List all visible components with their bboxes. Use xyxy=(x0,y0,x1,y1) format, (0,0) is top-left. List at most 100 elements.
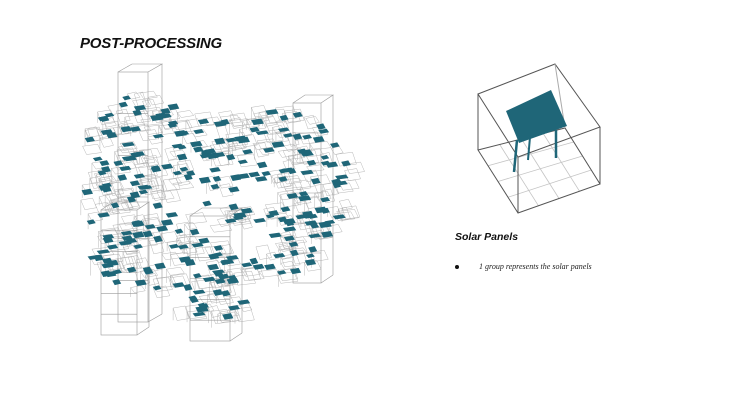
solar-panel xyxy=(118,101,128,108)
solar-panel xyxy=(189,141,203,148)
solar-panel xyxy=(97,170,107,176)
wireframe-module xyxy=(195,246,215,262)
cube-edges xyxy=(477,63,601,214)
solar-panel xyxy=(101,257,113,264)
solar-panel xyxy=(240,207,253,214)
solar-panel xyxy=(228,186,240,193)
solar-panel xyxy=(306,253,315,259)
solar-panel xyxy=(265,109,279,115)
solar-panel xyxy=(304,258,317,266)
solar-panel xyxy=(242,149,253,155)
wireframe-module xyxy=(138,129,160,141)
solar-panel xyxy=(184,259,196,267)
solar-panel xyxy=(117,174,128,181)
solar-panel xyxy=(228,203,239,211)
solar-panel xyxy=(330,142,340,148)
solar-panel xyxy=(121,142,135,147)
wireframe-module xyxy=(303,114,318,130)
wireframe-module xyxy=(133,110,151,124)
wireframe-module xyxy=(185,304,206,320)
solar-panel xyxy=(133,244,143,250)
wireframe-module xyxy=(210,240,233,256)
wireframe-module xyxy=(255,244,272,260)
solar-panel xyxy=(292,133,303,140)
solar-panel xyxy=(81,188,93,196)
solar-panel xyxy=(237,159,248,165)
solar-panel xyxy=(234,135,248,142)
solar-panel xyxy=(186,170,196,177)
wireframe-module xyxy=(219,206,234,216)
solar-panel xyxy=(321,231,334,238)
wireframe-module xyxy=(289,239,308,255)
solar-panel xyxy=(202,276,216,282)
solar-panel xyxy=(213,252,223,257)
wireframe-module xyxy=(280,192,299,208)
solar-panel xyxy=(225,255,239,261)
wireframe-module xyxy=(179,240,198,255)
solar-panel xyxy=(212,175,222,182)
solar-panel xyxy=(335,174,349,180)
solar-panel xyxy=(154,262,166,270)
solar-panel xyxy=(101,262,114,269)
solar-panel xyxy=(324,219,336,225)
wireframe-module xyxy=(152,285,171,299)
solar-panel xyxy=(302,134,313,140)
wireframe-module xyxy=(213,255,235,263)
bullet-list: 1 group represents the solar panels xyxy=(455,262,592,271)
wireframe-module xyxy=(208,305,222,318)
wireframe-module xyxy=(176,110,195,118)
solar-panel xyxy=(171,143,184,149)
solar-panel xyxy=(118,240,132,246)
solar-panel xyxy=(224,218,237,224)
wireframe-module xyxy=(345,161,365,174)
solar-panel xyxy=(131,220,142,227)
wireframe-module xyxy=(133,91,147,108)
solar-panel xyxy=(177,244,189,250)
solar-panel xyxy=(279,114,289,121)
solar-panel xyxy=(298,191,309,197)
wireframe-module xyxy=(263,129,284,143)
solar-panel xyxy=(289,267,302,275)
solar-panel xyxy=(230,174,242,182)
solar-panel xyxy=(102,236,114,244)
wireframe-module xyxy=(325,224,343,234)
solar-panel xyxy=(193,146,204,153)
solar-panel xyxy=(213,120,227,127)
solar-panel xyxy=(249,257,259,265)
wireframe-module xyxy=(218,244,235,256)
solar-panel xyxy=(113,160,124,166)
wireframe-module xyxy=(234,306,255,323)
solar-panel xyxy=(314,206,328,214)
solar-panel xyxy=(261,171,271,177)
wireframe-module xyxy=(209,223,233,233)
solar-panel xyxy=(214,278,226,284)
solar-panel xyxy=(132,109,142,116)
solar-panel xyxy=(165,212,179,218)
solar-panel xyxy=(120,126,132,133)
wireframe-module xyxy=(304,195,323,209)
wireframe-module xyxy=(240,266,262,281)
solar-panel xyxy=(150,165,161,171)
solar-panel xyxy=(121,235,134,241)
wireframe-module xyxy=(185,212,208,225)
solar-panel xyxy=(112,269,122,275)
wireframe-module xyxy=(280,260,296,270)
solar-panel xyxy=(110,202,120,209)
solar-panel xyxy=(137,184,150,190)
wireframe-module xyxy=(130,285,146,293)
wireframe-module xyxy=(229,118,252,127)
wireframe-module xyxy=(139,148,162,160)
wireframe-module xyxy=(162,177,181,192)
section-heading: Solar Panels xyxy=(455,231,519,243)
solar-panel xyxy=(197,118,210,125)
solar-panel xyxy=(237,299,251,305)
wireframe-module xyxy=(275,105,298,121)
solar-panel xyxy=(268,232,282,238)
wireframe-module xyxy=(102,117,117,128)
solar-panel xyxy=(320,155,330,160)
solar-panel xyxy=(179,130,190,136)
wireframe-module xyxy=(330,146,344,155)
wireframe-module xyxy=(143,155,161,170)
wireframe-module xyxy=(166,266,185,276)
wireframe-module xyxy=(168,177,183,186)
